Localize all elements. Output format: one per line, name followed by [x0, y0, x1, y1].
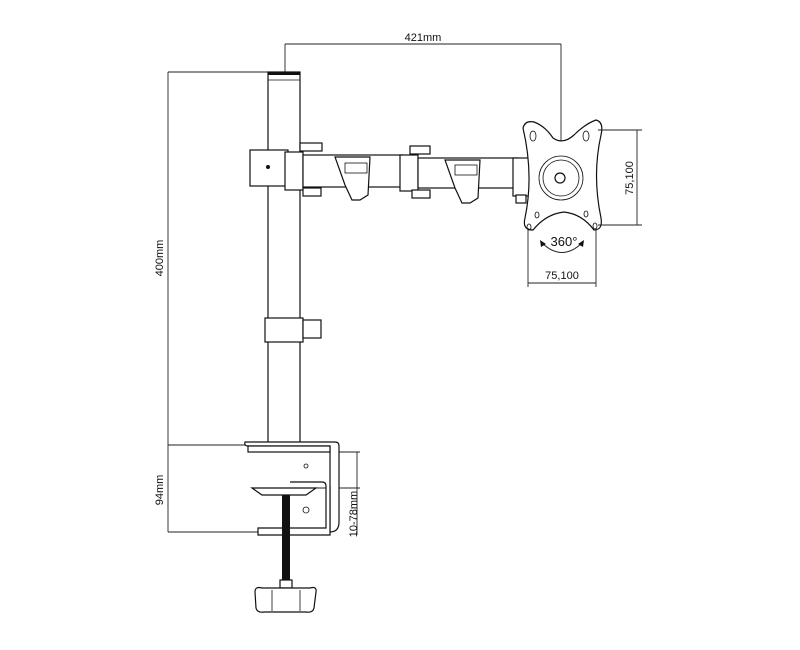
clamp-height-label: 94mm — [154, 475, 166, 506]
dimension-clamp-height: 94mm — [154, 445, 260, 533]
arm — [249, 142, 536, 204]
pole-height-label: 400mm — [154, 240, 166, 277]
rotation-arrow-right-icon — [578, 240, 584, 247]
vesa-vertical-label: 75,100 — [624, 161, 636, 195]
desk-clamp — [244, 441, 340, 613]
dimension-desk-thickness: 10-78mm — [315, 451, 360, 537]
dimension-vesa-vertical: 75,100 — [598, 129, 642, 226]
clamp-knob — [254, 586, 317, 613]
dimension-pole-height: 400mm — [154, 71, 270, 446]
rotation-label: 360° — [551, 234, 578, 249]
vesa-horizontal-label: 75,100 — [545, 270, 579, 282]
rotation-indicator: 360° — [540, 234, 584, 253]
dimension-arm-reach: 421mm — [284, 32, 562, 178]
vesa-plate — [522, 119, 603, 231]
pole — [264, 71, 322, 447]
desk-thickness-label: 10-78mm — [348, 491, 360, 537]
arm-reach-label: 421mm — [405, 32, 442, 44]
dimension-vesa-horizontal: 75,100 — [527, 228, 597, 287]
rotation-arrow-left-icon — [540, 240, 546, 247]
